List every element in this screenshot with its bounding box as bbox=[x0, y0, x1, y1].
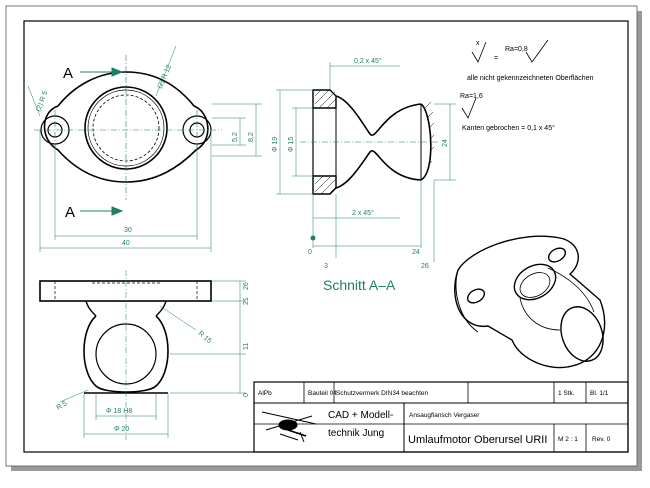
dim-v21: 21 bbox=[243, 297, 250, 305]
tb-part-description: Ansaugflansch Vergaser bbox=[409, 412, 480, 419]
flange-outline bbox=[43, 71, 209, 183]
bore-inner-hidden bbox=[92, 94, 160, 162]
roughness-ra16: Ra=1,6 bbox=[460, 93, 483, 100]
roughness-x: x bbox=[476, 40, 480, 47]
top-view-dimension-lines bbox=[27, 45, 262, 252]
dim-z26: 26 bbox=[421, 263, 429, 270]
title-block-frame bbox=[253, 381, 629, 453]
section-flange-bottom bbox=[312, 175, 337, 195]
section-flange-top bbox=[312, 89, 337, 109]
dim-chamfer-0-2: 0,2 x 45° bbox=[354, 57, 382, 65]
note-edges: Kanten gebrochen = 0,1 x 45° bbox=[462, 124, 555, 132]
dim-v11: 11 bbox=[243, 343, 250, 350]
tb-protection-note: Schutzvermerk DIN34 beachten bbox=[336, 390, 429, 397]
dim-v0: 0 bbox=[243, 393, 250, 397]
dim-5-2: 5,2 bbox=[232, 132, 239, 142]
dim-40: 40 bbox=[122, 240, 130, 247]
dim-phi20: Φ 20 bbox=[114, 426, 129, 433]
tb-company-line1: CAD + Modell- bbox=[328, 410, 393, 421]
dim-phi19: Φ 19 bbox=[272, 137, 279, 152]
dim-r5-front: R 5 bbox=[56, 400, 69, 412]
roughness-ra08: Ra=0,8 bbox=[505, 46, 528, 53]
equals-sign: = bbox=[494, 55, 498, 62]
note-unmarked-surfaces: alle nicht gekennzeichneten Oberflächen bbox=[467, 75, 594, 82]
tb-company-line2: technik Jung bbox=[328, 428, 384, 439]
company-logo bbox=[261, 411, 317, 443]
tb-quantity: 1 Stk. bbox=[558, 390, 575, 397]
tb-sheet: Bl. 1/1 bbox=[590, 390, 609, 397]
isometric-view bbox=[454, 235, 606, 369]
dim-30: 30 bbox=[124, 227, 132, 234]
dim-8-2: 8,2 bbox=[248, 132, 255, 142]
dim-z0: 0 bbox=[308, 249, 312, 256]
section-label-a-bottom: A bbox=[65, 204, 75, 221]
dim-z24: 24 bbox=[412, 249, 420, 256]
dim-h24: 24 bbox=[442, 139, 449, 147]
section-origin-dot bbox=[310, 235, 316, 241]
section-title: Schnitt A–A bbox=[323, 277, 396, 293]
front-view-dimension-lines bbox=[59, 270, 246, 440]
surface-notes: x = Ra=0,8 alle nicht gekennzeichneten O… bbox=[460, 39, 594, 132]
dim-z3: 3 bbox=[324, 263, 328, 270]
dim-phi18: Φ 18 H8 bbox=[106, 408, 132, 415]
tb-part-number: Bauteil 04 bbox=[308, 390, 337, 397]
section-arrows bbox=[80, 67, 124, 216]
tb-assembly: Umlaufmotor Oberursel URII bbox=[408, 434, 547, 446]
section-dimension-lines bbox=[276, 62, 456, 262]
top-view-centerlines bbox=[34, 55, 222, 200]
dim-phi15: Φ 15 bbox=[288, 137, 295, 152]
dim-v26: 26 bbox=[243, 282, 250, 290]
section-label-a-top: A bbox=[63, 65, 73, 82]
dim-chamfer-2: 2 x 45° bbox=[352, 209, 374, 217]
tb-scale: M 2 : 1 bbox=[558, 436, 578, 443]
tb-material: AlPb bbox=[258, 390, 272, 397]
tb-revision: Rev. 0 bbox=[592, 436, 611, 443]
